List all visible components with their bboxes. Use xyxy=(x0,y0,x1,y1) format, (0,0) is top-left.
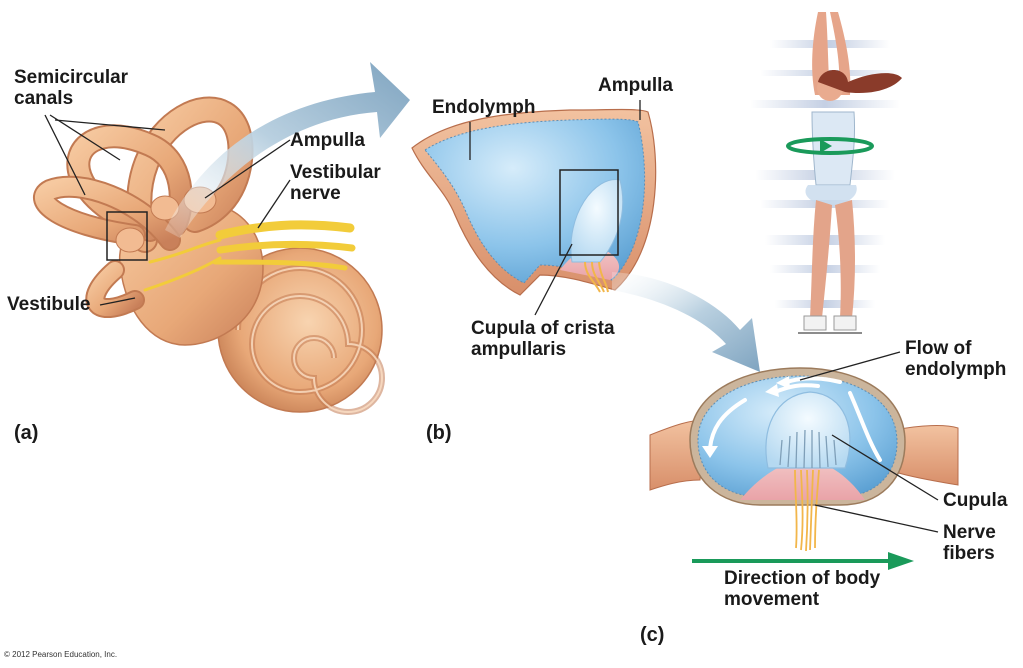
nerve-fibers-label: Nerve fibers xyxy=(943,522,996,564)
cupula-highlight-box xyxy=(559,169,619,256)
hair-cell-stereocilia xyxy=(779,429,837,469)
cupula-c xyxy=(765,391,851,469)
direction-of-movement-label: Direction of body movement xyxy=(724,568,880,610)
ampulla-highlight-box xyxy=(106,211,148,261)
cupula-label: Cupula xyxy=(943,490,1008,511)
cupula-of-crista-label-line1: Cupula of crista xyxy=(471,318,615,339)
nerve-fibers-b xyxy=(584,261,609,293)
nerve-fibers-label-line1: Nerve xyxy=(943,522,996,543)
nerve-fibers-label-line2: fibers xyxy=(943,543,995,564)
semicircular-canals-label-line1: Semicircular xyxy=(14,67,129,88)
direction-of-movement-label-line2: movement xyxy=(724,589,820,610)
flow-of-endolymph-label-line2: endolymph xyxy=(905,359,1007,380)
vestibular-nerve-label-line1: Vestibular xyxy=(290,162,381,183)
connector-arrow-b-to-c xyxy=(612,272,760,372)
ampulla-section-illustration xyxy=(411,108,657,296)
leader-lines-c xyxy=(799,351,939,533)
rotation-arrowhead xyxy=(820,139,832,153)
vestibular-nerve-label: Vestibular nerve xyxy=(290,162,381,204)
cupula-of-crista-label: Cupula of crista ampullaris xyxy=(471,318,615,360)
crista-base xyxy=(740,460,865,500)
panel-label-a: (a) xyxy=(14,422,39,444)
rotation-arrow xyxy=(786,137,874,155)
nerve-fibers-c xyxy=(794,469,820,552)
flow-arrowhead xyxy=(765,384,779,397)
semicircular-canals-label: Semicircular canals xyxy=(14,67,128,109)
crista-detail-illustration xyxy=(649,367,959,570)
panel-label-c: (c) xyxy=(640,624,665,646)
spinning-skater-illustration xyxy=(750,12,902,334)
direction-arrowhead xyxy=(888,552,914,570)
flow-of-endolymph-label: Flow of endolymph xyxy=(905,338,1006,380)
semicircular-canals xyxy=(33,96,254,318)
flow-arrowhead xyxy=(776,376,790,389)
canal-tube-right xyxy=(894,425,959,486)
ampulla-bulb xyxy=(115,227,145,253)
leader-lines-b xyxy=(469,100,641,316)
copyright-notice: © 2012 Pearson Education, Inc. xyxy=(4,650,118,659)
vestibular-nerve xyxy=(143,220,356,292)
cupula-b xyxy=(570,179,624,263)
cupula-of-crista-label-line2: ampullaris xyxy=(471,339,567,360)
vestibule-label: Vestibule xyxy=(7,294,91,315)
ampulla-label-b: Ampulla xyxy=(598,75,673,96)
inner-ear-illustration xyxy=(33,96,385,415)
direction-of-movement-label-line1: Direction of body xyxy=(724,568,881,589)
endolymph-label: Endolymph xyxy=(432,97,536,118)
leader-lines-a xyxy=(44,114,291,306)
semicircular-canals-label-line2: canals xyxy=(14,88,74,109)
vestibular-nerve-label-line2: nerve xyxy=(290,183,341,204)
ampulla-label-a: Ampulla xyxy=(290,130,365,151)
flow-of-endolymph-label-line1: Flow of xyxy=(905,338,972,359)
panel-label-b: (b) xyxy=(426,422,452,444)
connector-arrow-a-to-b xyxy=(165,62,410,238)
flow-arrowhead xyxy=(702,446,718,458)
